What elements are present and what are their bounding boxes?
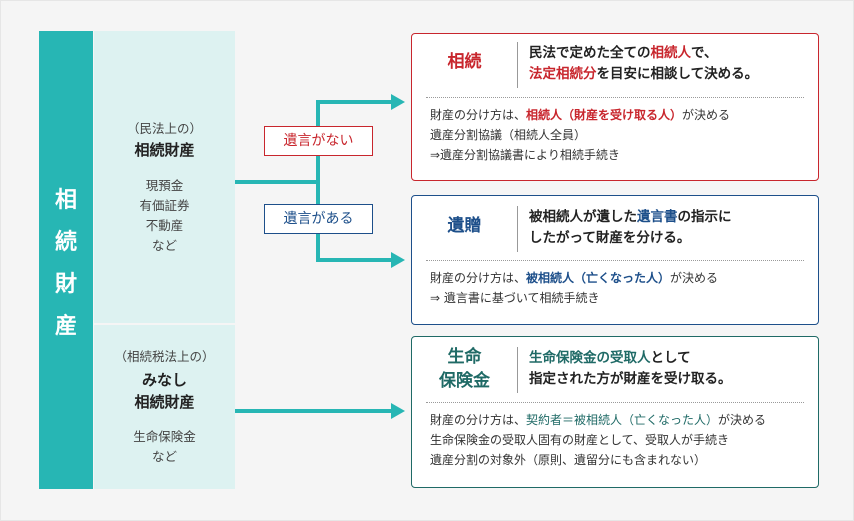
column-char: 産 bbox=[54, 314, 77, 339]
card-label: 生命 保険金 bbox=[439, 347, 490, 391]
panel-subtitle: （相続税法上の） bbox=[114, 349, 215, 364]
card-heading: 民法で定めた全ての相続人で、 法定相続分を目安に相談して決める。 bbox=[529, 45, 759, 82]
panel-item: 生命保険金 bbox=[133, 429, 196, 444]
card-body: 財産の分け方は、相続人（財産を受け取る人）が決める 遺産分割協議（相続人全員） … bbox=[430, 108, 731, 162]
panel-title-line: 相続財産 bbox=[134, 393, 195, 411]
panel-item: など bbox=[151, 449, 177, 464]
arrow-head bbox=[391, 94, 405, 110]
panel-item: 不動産 bbox=[145, 218, 184, 233]
life-insurance-card: 生命 保険金 生命保険金の受取人として 指定された方が財産を受け取る。 財産の分… bbox=[411, 336, 819, 488]
panel-item: など bbox=[151, 238, 177, 253]
dotted-divider bbox=[426, 97, 804, 98]
tax-law-property-panel: （相続税法上の） みなし 相続財産 生命保険金 など bbox=[94, 325, 235, 489]
panel-items: 現預金 有価証券 不動産 など bbox=[94, 176, 235, 256]
card-label: 遺贈 bbox=[447, 216, 482, 236]
card-body: 財産の分け方は、契約者＝被相続人（亡くなった人）が決める 生命保険金の受取人固有… bbox=[430, 413, 767, 467]
card-divider bbox=[517, 42, 518, 88]
connector-line bbox=[316, 258, 396, 262]
bequest-card: 遺贈 被相続人が遺した遺言書の指示に したがって財産を分ける。 財産の分け方は、… bbox=[411, 195, 819, 325]
column-char: 続 bbox=[54, 230, 77, 255]
connector-line bbox=[316, 100, 320, 262]
no-will-label: 遺言がない bbox=[264, 126, 373, 156]
panel-item: 現預金 bbox=[145, 178, 184, 193]
connector-line bbox=[316, 100, 396, 104]
dotted-divider bbox=[426, 402, 804, 403]
arrow-head bbox=[391, 252, 405, 268]
connector-line bbox=[235, 409, 396, 413]
connector-line bbox=[235, 180, 318, 184]
card-label: 相続 bbox=[447, 52, 482, 72]
panel-title: 相続財産 bbox=[134, 141, 195, 159]
panel-title-line: みなし bbox=[141, 371, 187, 389]
panel-items: 生命保険金 など bbox=[94, 427, 235, 467]
with-will-label: 遺言がある bbox=[264, 204, 373, 234]
card-heading: 被相続人が遺した遺言書の指示に したがって財産を分ける。 bbox=[529, 209, 732, 246]
inherited-property-column: 相 続 財 産 bbox=[39, 31, 93, 489]
panel-subtitle: （民法上の） bbox=[126, 121, 202, 136]
card-heading: 生命保険金の受取人として 指定された方が財産を受け取る。 bbox=[529, 350, 732, 387]
civil-law-property-panel: （民法上の） 相続財産 現預金 有価証券 不動産 など bbox=[94, 31, 235, 323]
card-body: 財産の分け方は、被相続人（亡くなった人）が決める ⇒ 遺言書に基づいて相続手続き bbox=[430, 271, 719, 305]
card-divider bbox=[517, 206, 518, 252]
column-char: 相 bbox=[54, 188, 77, 213]
card-divider bbox=[517, 347, 518, 393]
inheritance-card: 相続 民法で定めた全ての相続人で、 法定相続分を目安に相談して決める。 財産の分… bbox=[411, 33, 819, 181]
column-char: 財 bbox=[54, 272, 77, 297]
dotted-divider bbox=[426, 260, 804, 261]
arrow-head bbox=[391, 403, 405, 419]
panel-item: 有価証券 bbox=[139, 198, 190, 213]
panel-title: みなし 相続財産 bbox=[94, 369, 235, 413]
